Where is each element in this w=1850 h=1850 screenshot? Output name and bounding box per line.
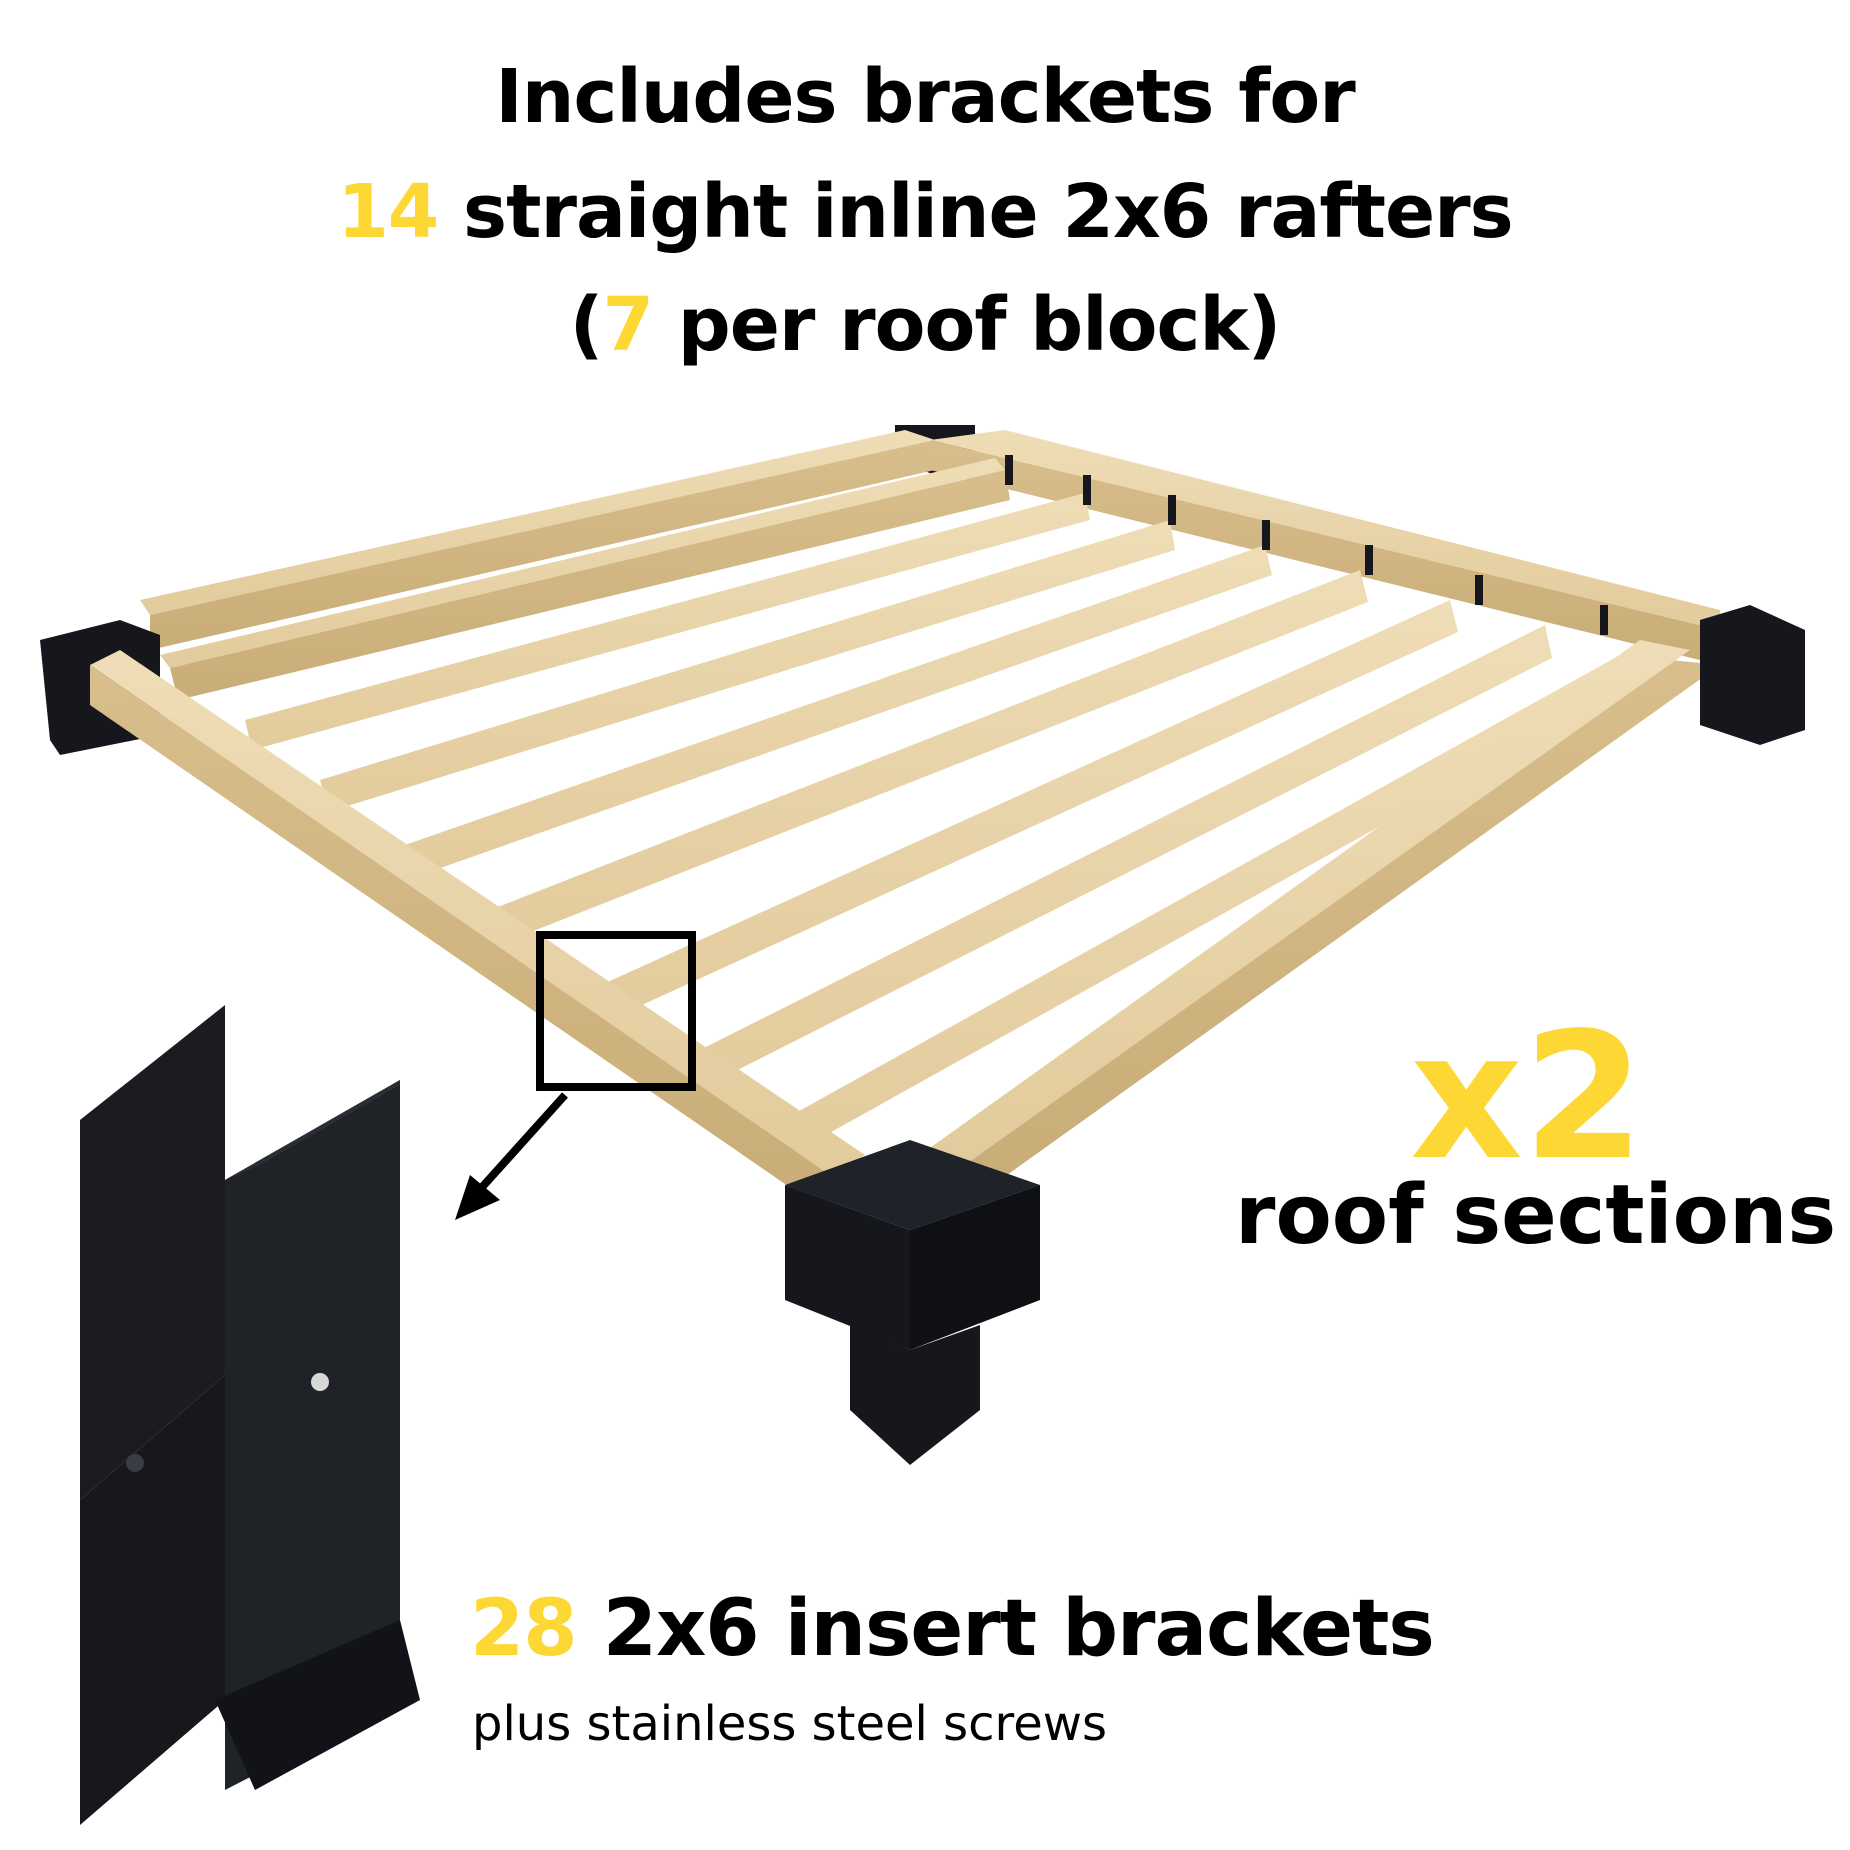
paren-open: ( — [569, 282, 604, 368]
rafters — [160, 455, 1628, 1165]
left-back-beam — [140, 430, 935, 650]
headline-line-1-text: Includes brackets for — [495, 54, 1355, 140]
multiplier-label: roof sections — [1235, 1168, 1837, 1263]
bracket-count-line: 28 2x6 insert brackets — [470, 1590, 1435, 1668]
per-block-description: per roof block) — [652, 282, 1282, 368]
headline-line-1: Includes brackets for — [0, 60, 1850, 134]
zoom-callout — [455, 931, 696, 1220]
rafter-description: straight inline 2x6 rafters — [438, 169, 1514, 255]
screw-hole-left — [126, 1454, 144, 1472]
screws-note: plus stainless steel screws — [472, 1696, 1107, 1752]
screw-hole-right — [311, 1373, 329, 1391]
headline-line-2: 14 straight inline 2x6 rafters — [0, 175, 1850, 249]
headline-line-3: (7 per roof block) — [0, 288, 1850, 362]
multiplier-value: x2 — [1410, 996, 1645, 1199]
back-beam — [930, 430, 1720, 665]
bracket-count: 28 — [470, 1584, 578, 1674]
zoom-arrow-icon — [455, 1175, 500, 1220]
insert-bracket-illustration — [80, 1005, 420, 1825]
corner-bracket-front — [785, 1140, 1040, 1465]
rafter-count: 14 — [337, 169, 439, 255]
right-beam — [920, 640, 1720, 1180]
bracket-label: 2x6 insert brackets — [576, 1584, 1435, 1674]
corner-bracket-right — [1700, 605, 1805, 745]
front-beam — [90, 650, 865, 1215]
per-block-count: 7 — [602, 282, 653, 368]
